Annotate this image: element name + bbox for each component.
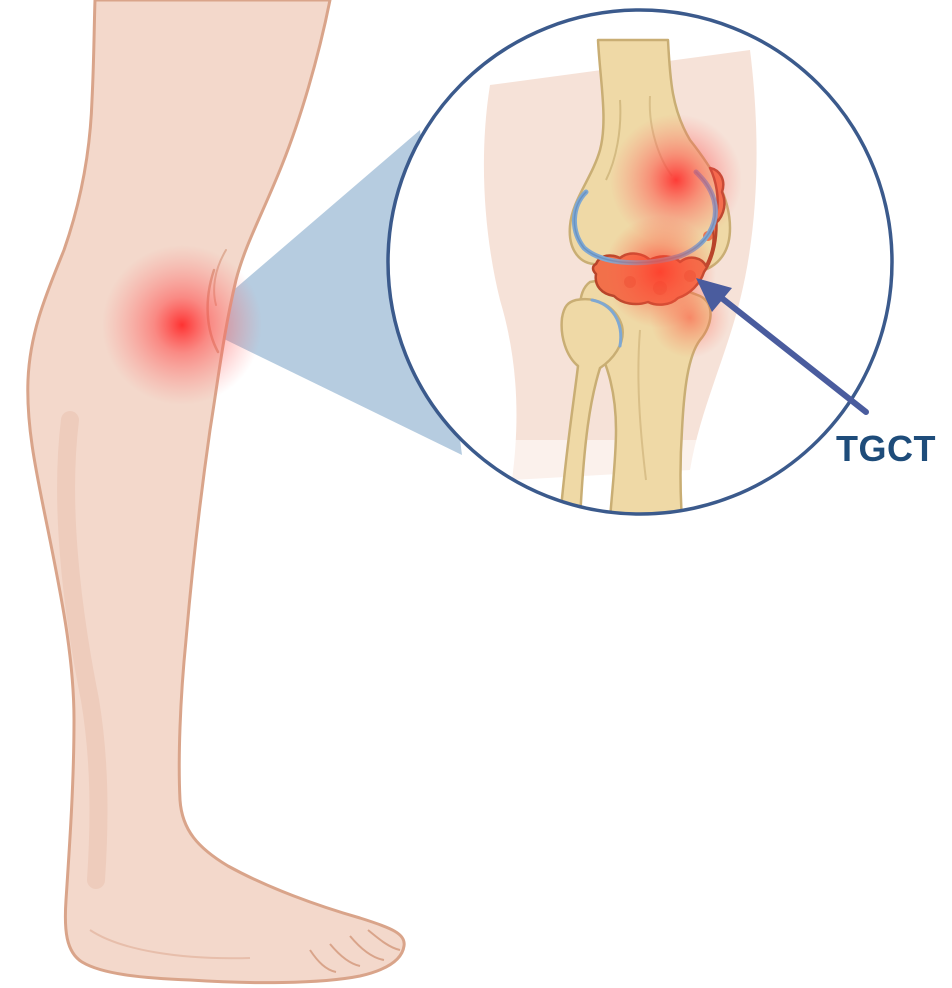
leg-inflammation-glow <box>102 245 262 405</box>
knee-magnified-view <box>388 10 892 520</box>
leg-illustration <box>28 0 404 983</box>
tgct-label: TGCT <box>836 428 936 470</box>
